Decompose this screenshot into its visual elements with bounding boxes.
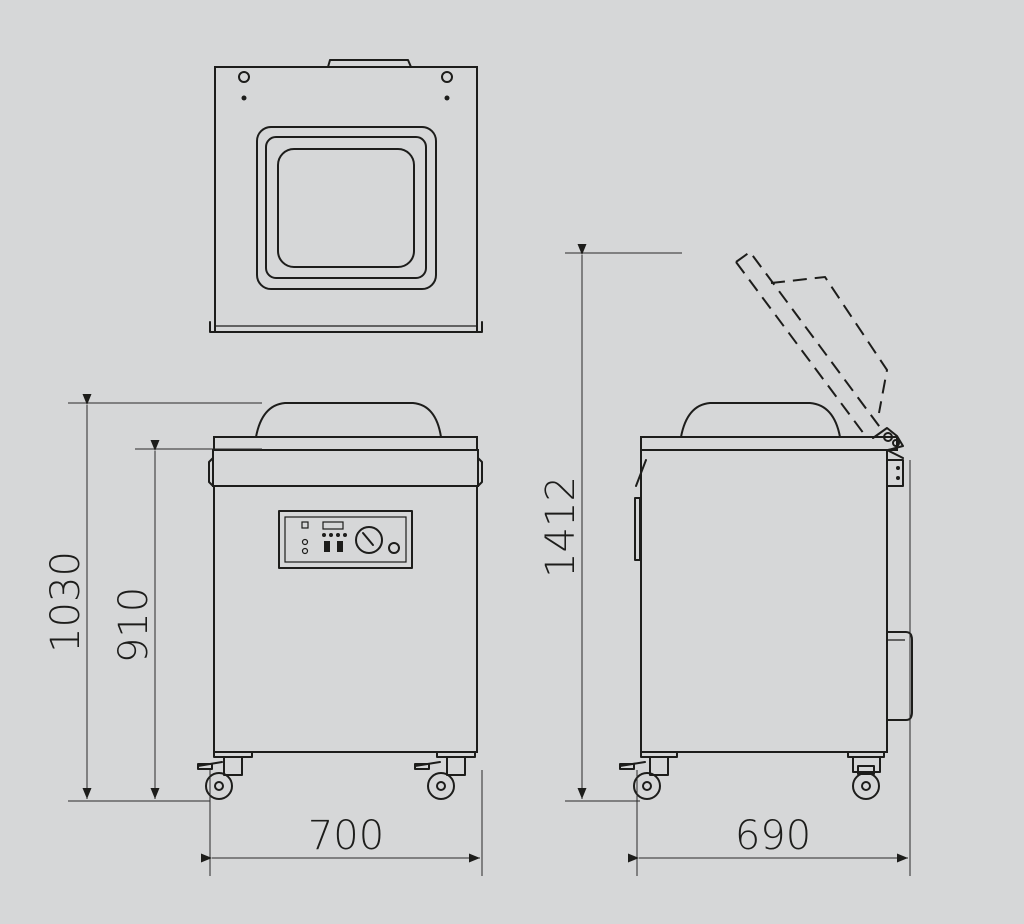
front-view (197, 402, 483, 800)
dimension-910: 910 (111, 440, 262, 799)
front-right-caster (414, 751, 476, 800)
top-view (209, 59, 483, 333)
side-view (619, 250, 913, 800)
open-lid-outline (735, 250, 889, 443)
dimension-910-label: 910 (111, 587, 157, 663)
control-panel (278, 510, 413, 569)
dimension-700-label: 700 (308, 813, 384, 859)
dimension-1030-label: 1030 (43, 551, 89, 653)
dimension-1412: 1412 (538, 244, 682, 802)
dimension-690: 690 (628, 460, 911, 876)
dimension-1412-label: 1412 (538, 476, 584, 578)
dimension-690-label: 690 (735, 813, 811, 859)
side-left-caster (619, 751, 678, 800)
front-left-caster (197, 751, 253, 800)
dimension-700: 700 (201, 770, 483, 876)
dimension-1030: 1030 (43, 394, 262, 802)
side-right-caster (847, 751, 885, 800)
